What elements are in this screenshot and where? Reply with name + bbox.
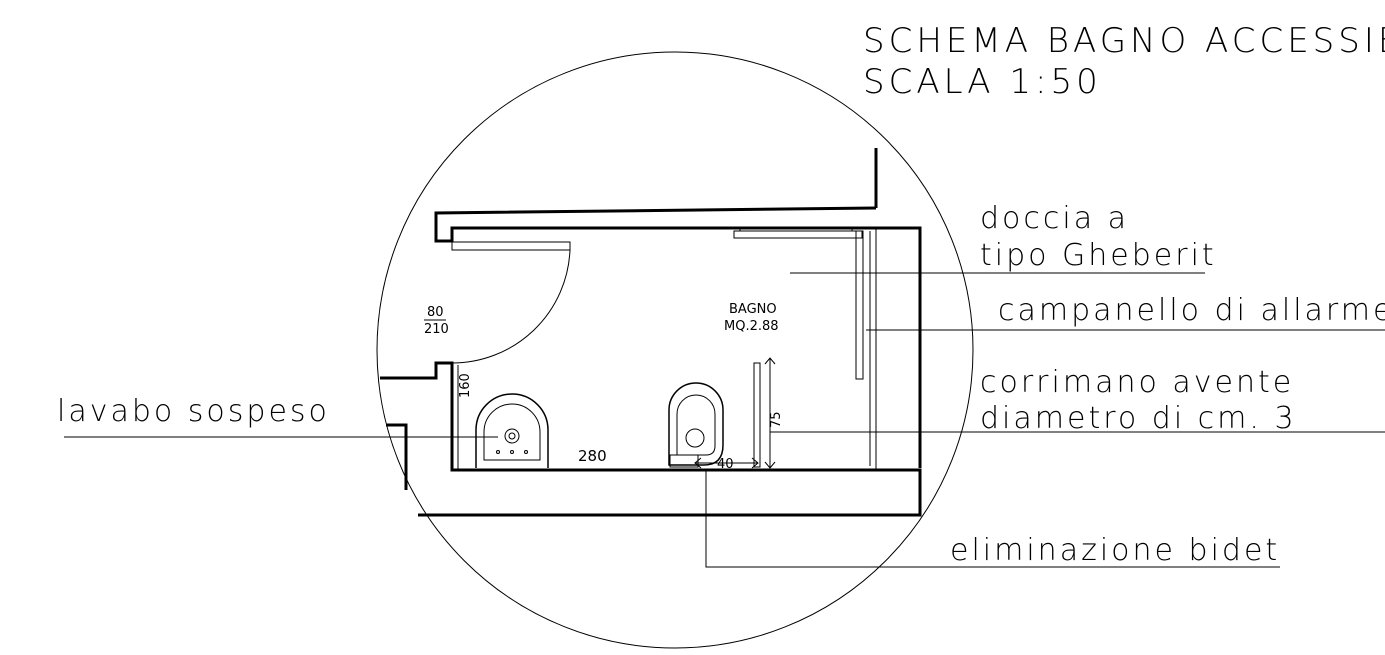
room-area: MQ.2.88	[724, 319, 779, 334]
wc-symbol	[668, 382, 724, 468]
dimension-lines	[424, 319, 776, 470]
drawing-title: SCHEMA BAGNO ACCESSIBILE	[863, 21, 1385, 61]
handrail-label-line2: diametro di cm. 3	[980, 401, 1297, 436]
door-height-dim: 210	[424, 322, 449, 337]
shower-grab-bars	[733, 228, 871, 466]
door	[451, 241, 571, 364]
door-width-dim: 80	[427, 305, 444, 320]
detail-circle	[376, 51, 974, 649]
handrail-label-line1: corrimano avente	[980, 365, 1294, 400]
leader-lines	[64, 272, 1385, 568]
alarm-label: campanello di allarme	[998, 293, 1385, 328]
bidet-removal-label: eliminazione bidet	[950, 533, 1280, 568]
walls	[380, 148, 922, 517]
room-name: BAGNO	[729, 302, 777, 317]
washbasin-symbol	[475, 393, 549, 468]
shower-label-line2: tipo Gheberit	[980, 238, 1217, 273]
washbasin-label: lavabo sospeso	[57, 394, 330, 429]
drawing-scale: SCALA 1:50	[863, 62, 1102, 102]
wc-to-rail-dim: 40	[717, 457, 734, 472]
shower-label-line1: doccia a	[980, 201, 1129, 236]
handrail	[753, 362, 761, 468]
rail-height-dim: 75	[769, 411, 784, 428]
side-clearance-dim: 160	[458, 373, 473, 398]
room-length-dim: 280	[578, 447, 607, 465]
